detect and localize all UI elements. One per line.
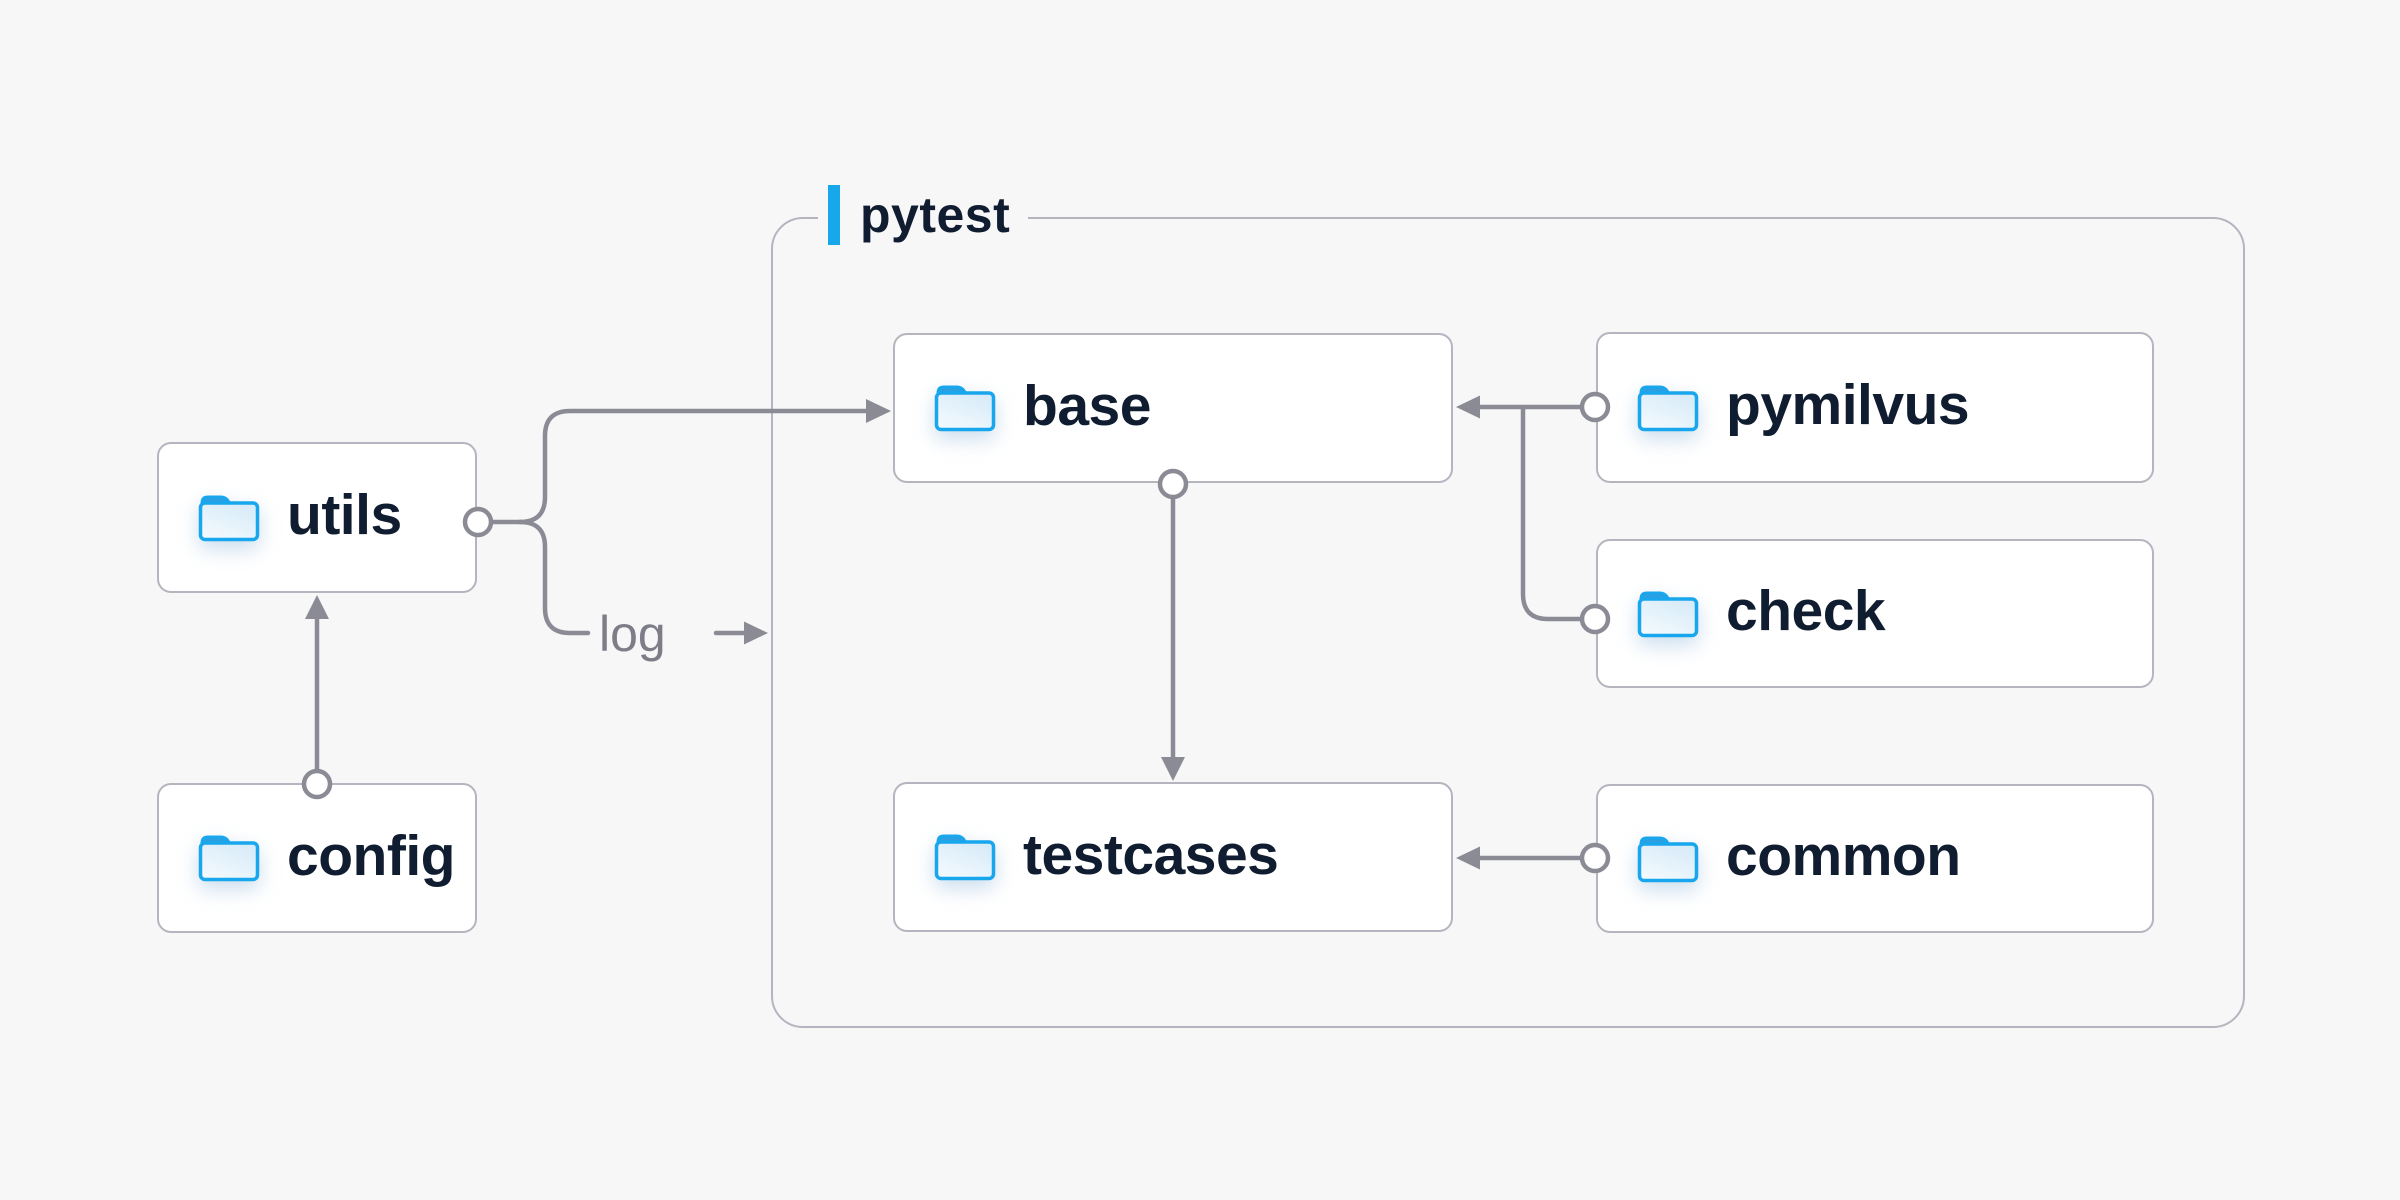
folder-icon [933, 383, 997, 433]
folder-icon [1636, 383, 1700, 433]
folder-icon [1636, 834, 1700, 884]
log-edge-label: log [599, 606, 666, 662]
folder-icon [197, 493, 261, 543]
folder-node-utils: utils [157, 442, 477, 593]
accent-bar [828, 185, 840, 245]
pytest-group-box [771, 217, 2245, 1028]
arrowhead-up [305, 595, 329, 619]
pytest-group-label-text: pytest [860, 187, 1011, 243]
folder-node-label: config [287, 823, 455, 888]
folder-node-label: base [1023, 373, 1151, 438]
folder-node-testcases: testcases [893, 782, 1453, 932]
folder-node-common: common [1596, 784, 2154, 933]
folder-node-label: common [1726, 824, 1961, 888]
folder-node-base: base [893, 333, 1453, 483]
folder-node-label: check [1726, 579, 1886, 643]
folder-node-label: utils [287, 483, 402, 547]
folder-icon [933, 832, 997, 882]
folder-icon [197, 833, 261, 883]
folder-node-pymilvus: pymilvus [1596, 332, 2154, 483]
pytest-group-label: pytest [818, 183, 1029, 247]
folder-node-check: check [1596, 539, 2154, 688]
folder-node-label: pymilvus [1726, 373, 1970, 437]
folder-node-label: testcases [1023, 822, 1279, 887]
folder-icon [1636, 589, 1700, 639]
folder-node-config: config [157, 783, 477, 933]
edge-config-utils [301, 595, 333, 800]
log-arrowhead [744, 621, 768, 645]
